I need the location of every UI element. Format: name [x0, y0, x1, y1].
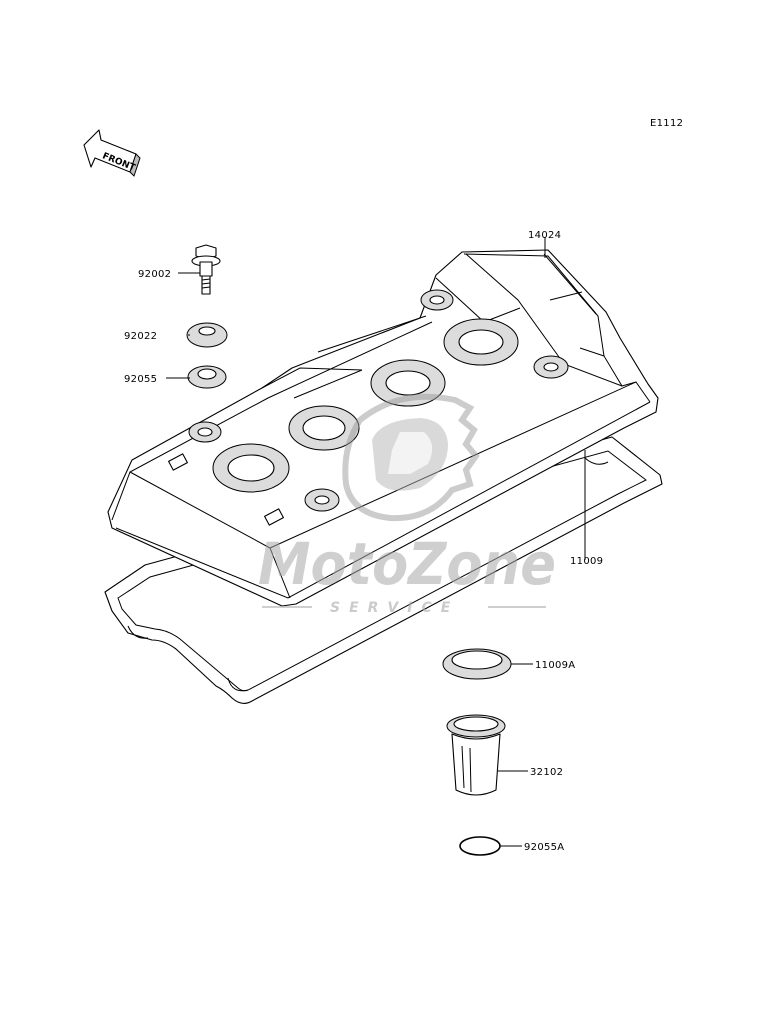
plug-seal-11009A — [442, 648, 512, 680]
watermark-logo-icon — [342, 393, 480, 522]
label-32102: 32102 — [530, 767, 563, 778]
label-92002: 92002 — [138, 269, 171, 280]
label-92055: 92055 — [124, 374, 157, 385]
label-92022: 92022 — [124, 331, 157, 342]
grommet-92055 — [187, 365, 227, 389]
watermark-sub: SERVICE — [330, 600, 459, 616]
label-14024: 14024 — [528, 230, 561, 241]
filler-cap-32102 — [446, 714, 506, 796]
label-11009: 11009 — [570, 556, 603, 567]
watermark: MotoZone SERVICE — [258, 393, 556, 616]
o-ring-92055A — [459, 836, 501, 856]
bolt-92002 — [191, 244, 221, 295]
watermark-brand: MotoZone — [258, 530, 556, 598]
diagram-code: E1112 — [650, 118, 683, 129]
leader-lines — [166, 237, 586, 847]
label-11009A: 11009A — [535, 660, 575, 671]
front-arrow-icon: FRONT — [83, 129, 141, 177]
gasket-11009 — [104, 436, 663, 704]
label-92055A: 92055A — [524, 842, 564, 853]
washer-92022 — [186, 322, 228, 348]
